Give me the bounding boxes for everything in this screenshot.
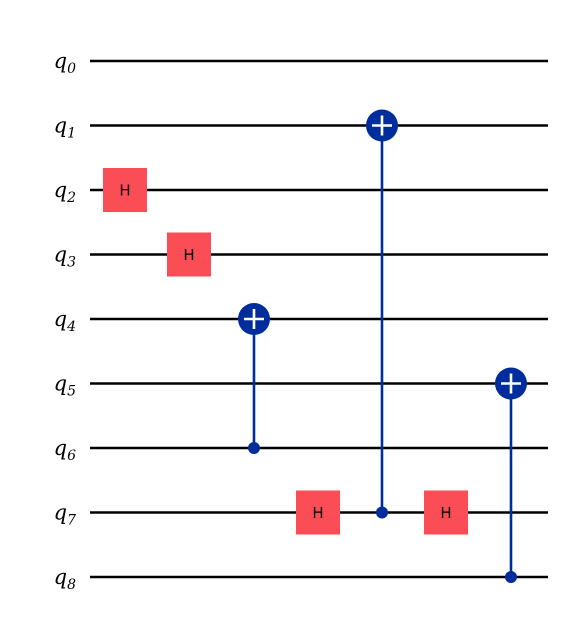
qubit-label-4: q4 [54,307,76,335]
qubit-label-index: 2 [66,190,76,206]
qubit-label-index: 7 [67,513,76,529]
qubit-label-prefix: q [54,436,67,460]
h-gate-label: H [119,182,130,200]
qubit-label-prefix: q [54,307,67,331]
cnot-gate [495,367,527,583]
h-gate-label: H [183,246,194,264]
qubit-wires [90,59,548,579]
cnot-control-dot [248,442,260,454]
h-gate-box [424,490,468,535]
qubit-label-6: q6 [54,436,76,464]
qubit-label-3: q3 [54,243,76,271]
qubit-label-index: 8 [67,577,76,593]
cnot-gate [366,109,398,519]
qubit-label-2: q2 [54,178,76,206]
qubit-label-7: q7 [54,501,76,529]
qubit-label-index: 6 [67,448,76,464]
qubit-label-1: q1 [54,114,76,142]
qubit-label-prefix: q [54,49,67,73]
h-gate-box [103,168,147,212]
h-gate-box [167,232,211,277]
qubit-label-index: 0 [67,61,76,77]
qubit-label-index: 5 [67,384,76,400]
gates: H H H H [103,109,527,583]
qubit-label-prefix: q [54,114,67,138]
qubit-label-prefix: q [54,243,67,267]
h-gate: H [296,490,340,535]
h-gate-label: H [440,504,451,522]
qubit-label-index: 3 [67,255,76,271]
h-gate: H [167,232,211,277]
cnot-gate [238,303,270,454]
h-gate: H [424,490,468,535]
qubit-label-index: 4 [66,319,76,335]
qubit-label-5: q5 [54,372,76,400]
cnot-control-dot [505,571,517,583]
cnot-control-dot [376,506,388,519]
h-gate: H [103,168,147,212]
qubit-label-prefix: q [54,565,67,589]
qubit-label-0: q0 [54,49,76,77]
qubit-label-prefix: q [54,372,67,396]
qubit-label-prefix: q [54,178,67,202]
h-gate-box [296,490,340,535]
qubit-label-8: q8 [54,565,76,593]
qubit-label-prefix: q [54,501,67,525]
h-gate-label: H [312,504,323,522]
qubit-label-index: 1 [67,126,76,142]
